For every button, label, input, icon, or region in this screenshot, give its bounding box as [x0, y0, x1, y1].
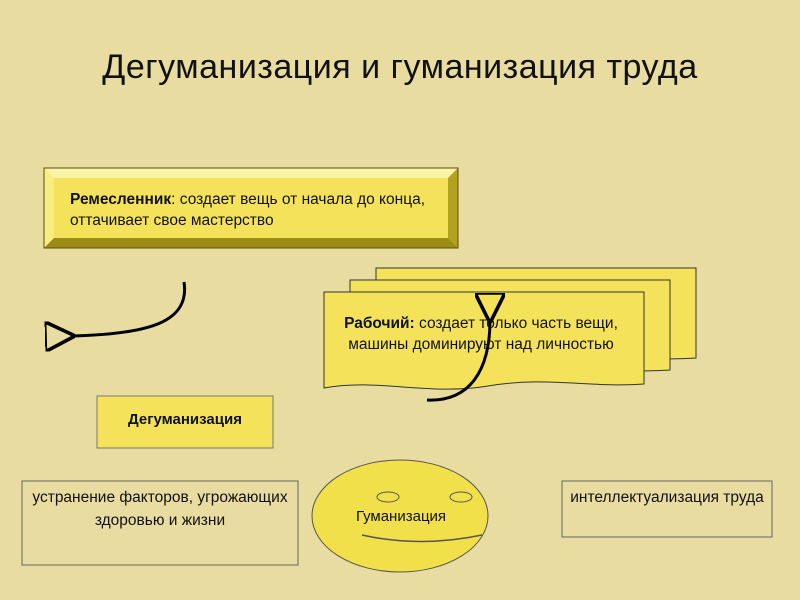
left-box: [21, 480, 299, 566]
worker-documents: [323, 267, 697, 390]
dehumanization-label: Дегуманизация: [128, 411, 242, 428]
worker-description: создает только часть вещи, машины домини…: [348, 315, 618, 353]
craftsman-text: Ремесленник: создает вещь от начала до к…: [70, 189, 460, 231]
left-arrow-icon: [72, 281, 187, 336]
left-eye: [376, 491, 400, 503]
page-title: Дегуманизация и гуманизация труда: [102, 48, 698, 86]
humanization-face: [311, 459, 489, 573]
craftsman-term: Ремесленник: [70, 191, 172, 208]
humanization-label: Гуманизация: [355, 508, 447, 525]
up-arrow-icon: [426, 320, 490, 402]
right-eye: [449, 491, 473, 503]
worker-term: Рабочий:: [344, 315, 415, 332]
smile: [361, 534, 483, 543]
dehumanization-box: [96, 395, 274, 449]
left-box-text: устранение факторов, угрожающих здоровью…: [32, 489, 288, 529]
right-box: [561, 480, 773, 538]
craftsman-description: : создает вещь от начала до конца, оттач…: [70, 191, 425, 229]
worker-text: Рабочий: создает только часть вещи, маши…: [326, 313, 636, 355]
right-box-text: интеллектуализация труда: [570, 489, 764, 506]
craftsman-box: [43, 167, 459, 249]
